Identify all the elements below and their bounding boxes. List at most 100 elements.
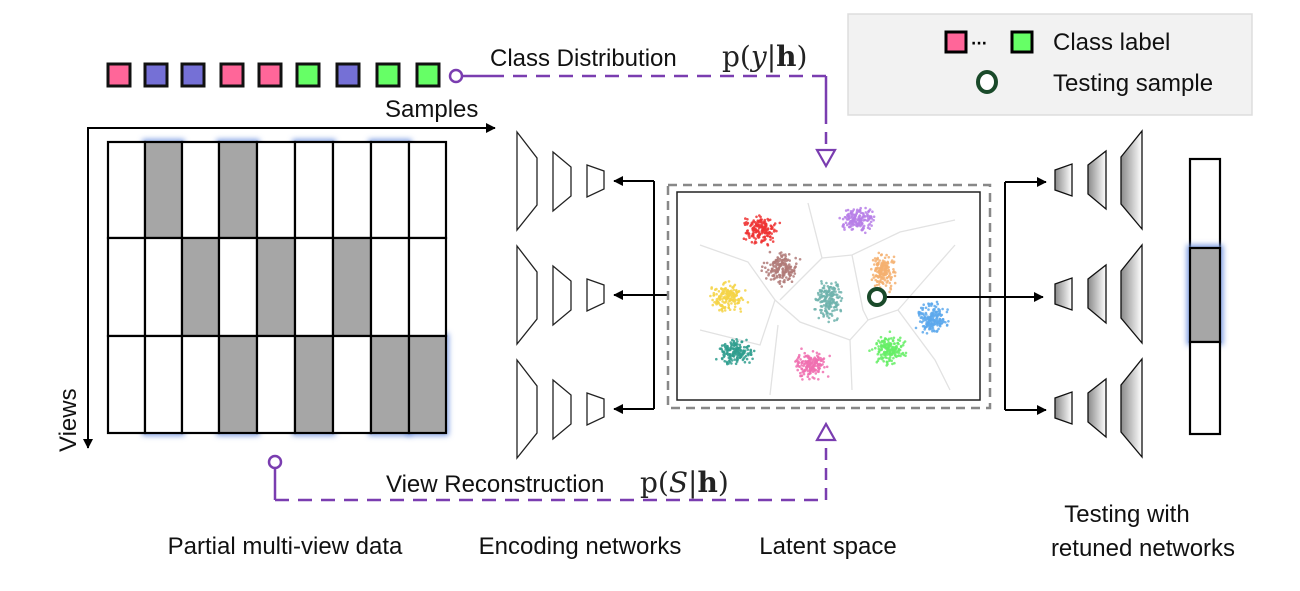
scatter-point — [752, 226, 755, 229]
scatter-point — [885, 253, 888, 257]
scatter-point — [858, 220, 862, 224]
scatter-point — [924, 306, 928, 310]
scatter-point — [868, 349, 871, 353]
view-reconstruction-formula: p(S|h) — [640, 466, 729, 499]
scatter-point — [809, 371, 812, 375]
scatter-point — [746, 352, 749, 356]
scatter-point — [865, 214, 869, 218]
scatter-point — [892, 356, 895, 360]
scatter-point — [869, 215, 873, 218]
scatter-point — [800, 367, 803, 370]
scatter-point — [888, 356, 892, 359]
scatter-point — [795, 262, 798, 266]
scatter-point — [733, 358, 736, 361]
scatter-point — [752, 349, 756, 353]
scatter-point — [739, 310, 743, 313]
observed-view-cell — [1188, 157, 1222, 250]
scatter-point — [922, 319, 925, 323]
scatter-point — [824, 289, 827, 293]
scatter-point — [762, 221, 765, 225]
scatter-point — [764, 266, 767, 270]
scatter-point — [789, 265, 793, 269]
scatter-point — [748, 236, 751, 239]
scatter-point — [891, 339, 895, 342]
scatter-point — [844, 209, 848, 212]
scatter-point — [844, 221, 848, 224]
scatter-point — [857, 219, 860, 222]
class-label-square-green — [295, 62, 321, 88]
scatter-point — [745, 221, 748, 224]
scatter-point — [767, 274, 770, 277]
scatter-point — [775, 274, 779, 278]
scatter-point — [768, 250, 772, 254]
scatter-point — [737, 289, 741, 293]
scatter-point — [719, 304, 723, 308]
scatter-point — [879, 344, 883, 348]
cluster-9 — [794, 347, 831, 381]
latent-space-dashed-frame — [666, 183, 992, 410]
encoder-layer-medium — [552, 378, 572, 441]
scatter-point — [723, 306, 727, 310]
scatter-point — [835, 305, 838, 309]
scatter-point — [935, 320, 938, 323]
scatter-point — [874, 346, 877, 350]
scatter-point — [855, 212, 858, 216]
scatter-point — [920, 311, 923, 315]
scatter-point — [796, 358, 799, 361]
scatter-point — [726, 362, 729, 366]
scatter-point — [890, 347, 893, 351]
scatter-point — [804, 368, 807, 371]
scatter-point — [899, 345, 903, 349]
scatter-point — [889, 288, 893, 291]
scatter-point — [902, 341, 905, 345]
scatter-point — [763, 225, 767, 229]
scatter-point — [852, 216, 856, 219]
scatter-point — [880, 253, 883, 256]
scatter-point — [877, 351, 881, 354]
scatter-point — [744, 238, 748, 241]
scatter-point — [883, 268, 886, 271]
scatter-point — [729, 284, 732, 288]
scatter-point — [868, 208, 872, 211]
scatter-point — [792, 275, 795, 278]
scatter-point — [710, 287, 713, 290]
scatter-point — [722, 296, 726, 299]
scatter-point — [930, 304, 933, 307]
scatter-point — [880, 340, 884, 344]
scatter-point — [729, 291, 733, 295]
scatter-point — [885, 351, 889, 355]
scatter-point — [864, 206, 867, 210]
scatter-point — [717, 290, 721, 293]
scatter-point — [760, 220, 763, 223]
scatter-point — [800, 361, 804, 365]
scatter-point — [817, 357, 821, 361]
scatter-point — [770, 267, 774, 271]
scatter-point — [711, 303, 715, 307]
scatter-point — [862, 224, 866, 228]
scatter-point — [712, 291, 716, 295]
scatter-point — [821, 300, 824, 304]
scatter-point — [787, 272, 791, 276]
scatter-point — [769, 263, 772, 267]
scatter-point — [755, 215, 758, 219]
scatter-point — [745, 357, 749, 361]
scatter-point — [743, 356, 746, 359]
scatter-point — [832, 289, 836, 292]
scatter-point — [720, 294, 723, 298]
decoder-layer-large — [1120, 357, 1143, 459]
scatter-point — [824, 291, 828, 295]
scatter-point — [732, 355, 736, 358]
scatter-point — [823, 366, 826, 369]
scatter-point — [781, 274, 785, 277]
observed-view-cell — [180, 334, 221, 435]
scatter-point — [893, 354, 897, 357]
legend-pink-square-icon — [944, 30, 968, 54]
scatter-point — [749, 353, 753, 356]
encoder-layer-large — [516, 130, 538, 232]
scatter-point — [933, 322, 937, 326]
missing-view-cell — [369, 334, 411, 435]
scatter-point — [720, 287, 723, 290]
missing-view-cell — [180, 236, 221, 338]
scatter-point — [927, 308, 930, 311]
scatter-point — [785, 276, 788, 279]
